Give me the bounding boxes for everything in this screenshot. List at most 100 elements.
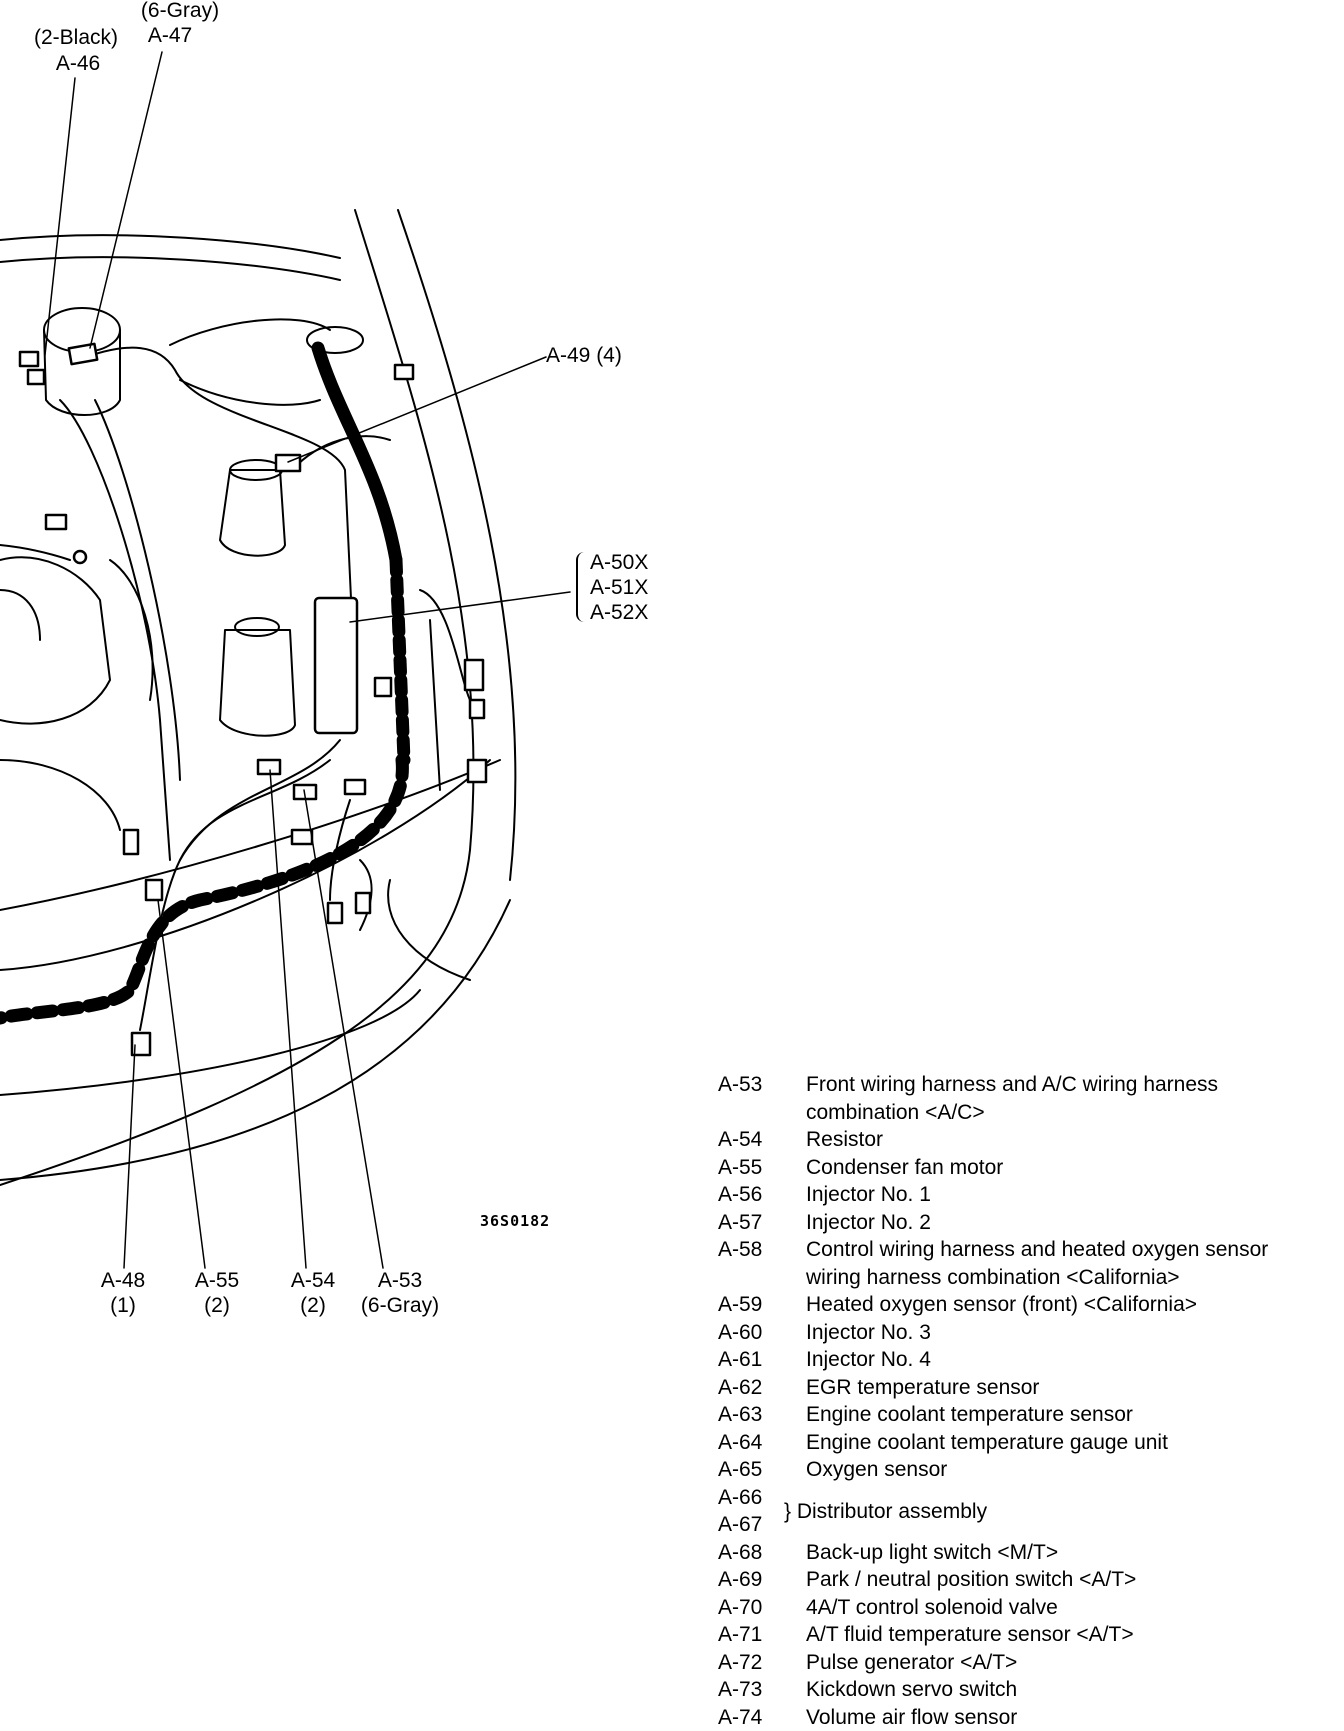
legend-desc: Volume air flow sensor — [806, 1704, 1338, 1731]
legend-desc: Condenser fan motor — [806, 1154, 1338, 1182]
callout-a50-a52-group: A-50X A-51X A-52X — [590, 550, 648, 625]
engine-components — [0, 308, 363, 860]
legend-code: A-65 — [718, 1456, 806, 1484]
callout-a55: A-55 (2) — [187, 1268, 247, 1318]
legend-desc: Injector No. 1 — [806, 1181, 1338, 1209]
legend-desc-line: Condenser fan motor — [806, 1154, 1338, 1182]
callout-a49: A-49 (4) — [546, 343, 622, 368]
legend-code: A-68 — [718, 1539, 806, 1567]
callout-a53: A-53 (6-Gray) — [354, 1268, 446, 1318]
legend-desc-line: Control wiring harness and heated oxygen… — [806, 1236, 1338, 1264]
callout-a47: A-47 — [140, 23, 200, 48]
legend-desc-line: 4A/T control solenoid valve — [806, 1594, 1338, 1622]
figure-code: 36S0182 — [480, 1212, 550, 1230]
callout-a54: A-54 (2) — [283, 1268, 343, 1318]
callout-a47-color: (6-Gray) — [140, 0, 220, 23]
legend-code: A-72 — [718, 1649, 806, 1677]
legend-code: A-58 — [718, 1236, 806, 1291]
legend-code: A-74 — [718, 1704, 806, 1731]
legend-desc: Back-up light switch <M/T> — [806, 1539, 1338, 1567]
legend-desc: } Distributor assembly — [784, 1498, 987, 1526]
legend-desc: Control wiring harness and heated oxygen… — [806, 1236, 1338, 1291]
legend-desc-line: Resistor — [806, 1126, 1338, 1154]
legend-code: A-73 — [718, 1676, 806, 1704]
legend-desc: Pulse generator <A/T> — [806, 1649, 1338, 1677]
callout-a50: A-50X — [590, 550, 648, 575]
legend-desc-line: Oxygen sensor — [806, 1456, 1338, 1484]
legend-desc: Injector No. 3 — [806, 1319, 1338, 1347]
legend-desc: EGR temperature sensor — [806, 1374, 1338, 1402]
callout-a53-label: A-53 — [354, 1268, 446, 1293]
legend-desc: Engine coolant temperature sensor — [806, 1401, 1338, 1429]
legend-desc: Injector No. 2 — [806, 1209, 1338, 1237]
legend-desc-line: Kickdown servo switch — [806, 1676, 1338, 1704]
legend-code: A-57 — [718, 1209, 806, 1237]
callout-a55-pins: (2) — [187, 1293, 247, 1318]
legend-desc: Front wiring harness and A/C wiring harn… — [806, 1071, 1338, 1126]
legend-code: A-54 — [718, 1126, 806, 1154]
callout-a48: A-48 (1) — [93, 1268, 153, 1318]
legend-desc-line: EGR temperature sensor — [806, 1374, 1338, 1402]
legend-desc: Kickdown servo switch — [806, 1676, 1338, 1704]
legend-desc: Engine coolant temperature gauge unit — [806, 1429, 1338, 1457]
legend-desc-line: Volume air flow sensor — [806, 1704, 1338, 1731]
callout-a55-label: A-55 — [187, 1268, 247, 1293]
legend-code: A-71 — [718, 1621, 806, 1649]
legend-code: A-53 — [718, 1071, 806, 1126]
legend-desc-line: Heated oxygen sensor (front) <California… — [806, 1291, 1338, 1319]
callout-a54-label: A-54 — [283, 1268, 343, 1293]
legend-desc: Park / neutral position switch <A/T> — [806, 1566, 1338, 1594]
legend-desc-line: Injector No. 4 — [806, 1346, 1338, 1374]
connectors — [20, 344, 486, 1055]
wiring-harness — [0, 348, 470, 1030]
legend-desc-line: Front wiring harness and A/C wiring harn… — [806, 1071, 1338, 1099]
legend-desc-line: Pulse generator <A/T> — [806, 1649, 1338, 1677]
legend-code: A-66 — [718, 1484, 778, 1512]
legend-code: A-59 — [718, 1291, 806, 1319]
callout-a51: A-51X — [590, 575, 648, 600]
legend-desc-line: Engine coolant temperature gauge unit — [806, 1429, 1338, 1457]
callout-a48-pins: (1) — [93, 1293, 153, 1318]
legend-code: A-70 — [718, 1594, 806, 1622]
callout-a46-color: (2-Black) — [26, 25, 126, 50]
legend-code: A-69 — [718, 1566, 806, 1594]
legend-code: A-62 — [718, 1374, 806, 1402]
legend-desc-line: Engine coolant temperature sensor — [806, 1401, 1338, 1429]
group-brace — [576, 552, 588, 622]
legend-desc: Injector No. 4 — [806, 1346, 1338, 1374]
legend-desc: Heated oxygen sensor (front) <California… — [806, 1291, 1338, 1319]
callout-a46: A-46 — [48, 51, 108, 76]
legend-desc-line: Injector No. 2 — [806, 1209, 1338, 1237]
legend-desc: 4A/T control solenoid valve — [806, 1594, 1338, 1622]
legend-desc-line: Injector No. 1 — [806, 1181, 1338, 1209]
callout-a52: A-52X — [590, 600, 648, 625]
legend-code: A-67 — [718, 1511, 778, 1539]
legend-desc: Oxygen sensor — [806, 1456, 1338, 1484]
legend-desc-line: combination <A/C> — [806, 1099, 1338, 1127]
legend-code: A-64 — [718, 1429, 806, 1457]
legend-desc-line: A/T fluid temperature sensor <A/T> — [806, 1621, 1338, 1649]
callout-a54-pins: (2) — [283, 1293, 343, 1318]
legend-row-distributor: A-66 A-67 } Distributor assembly — [718, 1484, 1338, 1539]
